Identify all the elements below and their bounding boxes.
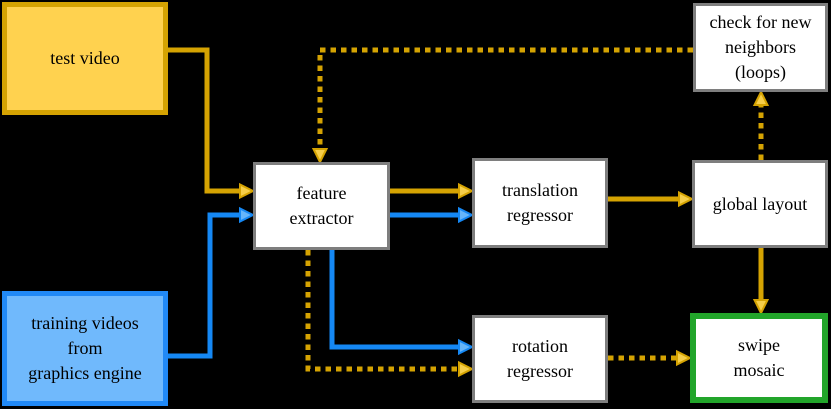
- arrowhead-rotation-regressor-to-swipe-mosaic: [676, 349, 693, 367]
- node-global-layout: global layout: [692, 160, 828, 248]
- edge-training-videos-to-feature-extractor: [168, 212, 240, 359]
- arrowhead-test-video-to-feature-extractor: [239, 182, 256, 200]
- edge-check-neighbors-to-feature-extractor: [317, 47, 693, 149]
- edge-test-video-to-feature-extractor: [168, 47, 240, 194]
- node-check-for-new-neighbors: check for new neighbors (loops): [693, 3, 828, 92]
- node-translation-regressor: translation regressor: [472, 158, 608, 248]
- node-test-video: test video: [2, 2, 168, 115]
- arrowhead-training-videos-to-feature-extractor: [239, 206, 256, 224]
- arrowhead-translation-regressor-to-global-layout: [678, 190, 695, 208]
- node-feature-extractor: feature extractor: [253, 162, 390, 250]
- arrowhead-feature-extractor-to-translation-regressor: [458, 206, 475, 224]
- arrowhead-feature-extractor-to-rotation-regressor: [458, 360, 475, 378]
- arrowhead-global-layout-to-swipe-mosaic: [752, 299, 770, 316]
- node-training-videos: training videos from graphics engine: [2, 291, 168, 406]
- edge-feature-extractor-to-rotation-regressor: [329, 250, 459, 350]
- arrowhead-feature-extractor-to-translation-regressor: [458, 182, 475, 200]
- arrowhead-feature-extractor-to-rotation-regressor: [458, 338, 475, 356]
- node-swipe-mosaic: swipe mosaic: [690, 313, 828, 403]
- arrowhead-check-neighbors-to-feature-extractor: [311, 148, 329, 165]
- node-rotation-regressor: rotation regressor: [472, 315, 608, 403]
- arrowhead-global-layout-to-check-neighbors: [752, 89, 770, 106]
- edge-feature-extractor-to-rotation-regressor: [305, 250, 459, 372]
